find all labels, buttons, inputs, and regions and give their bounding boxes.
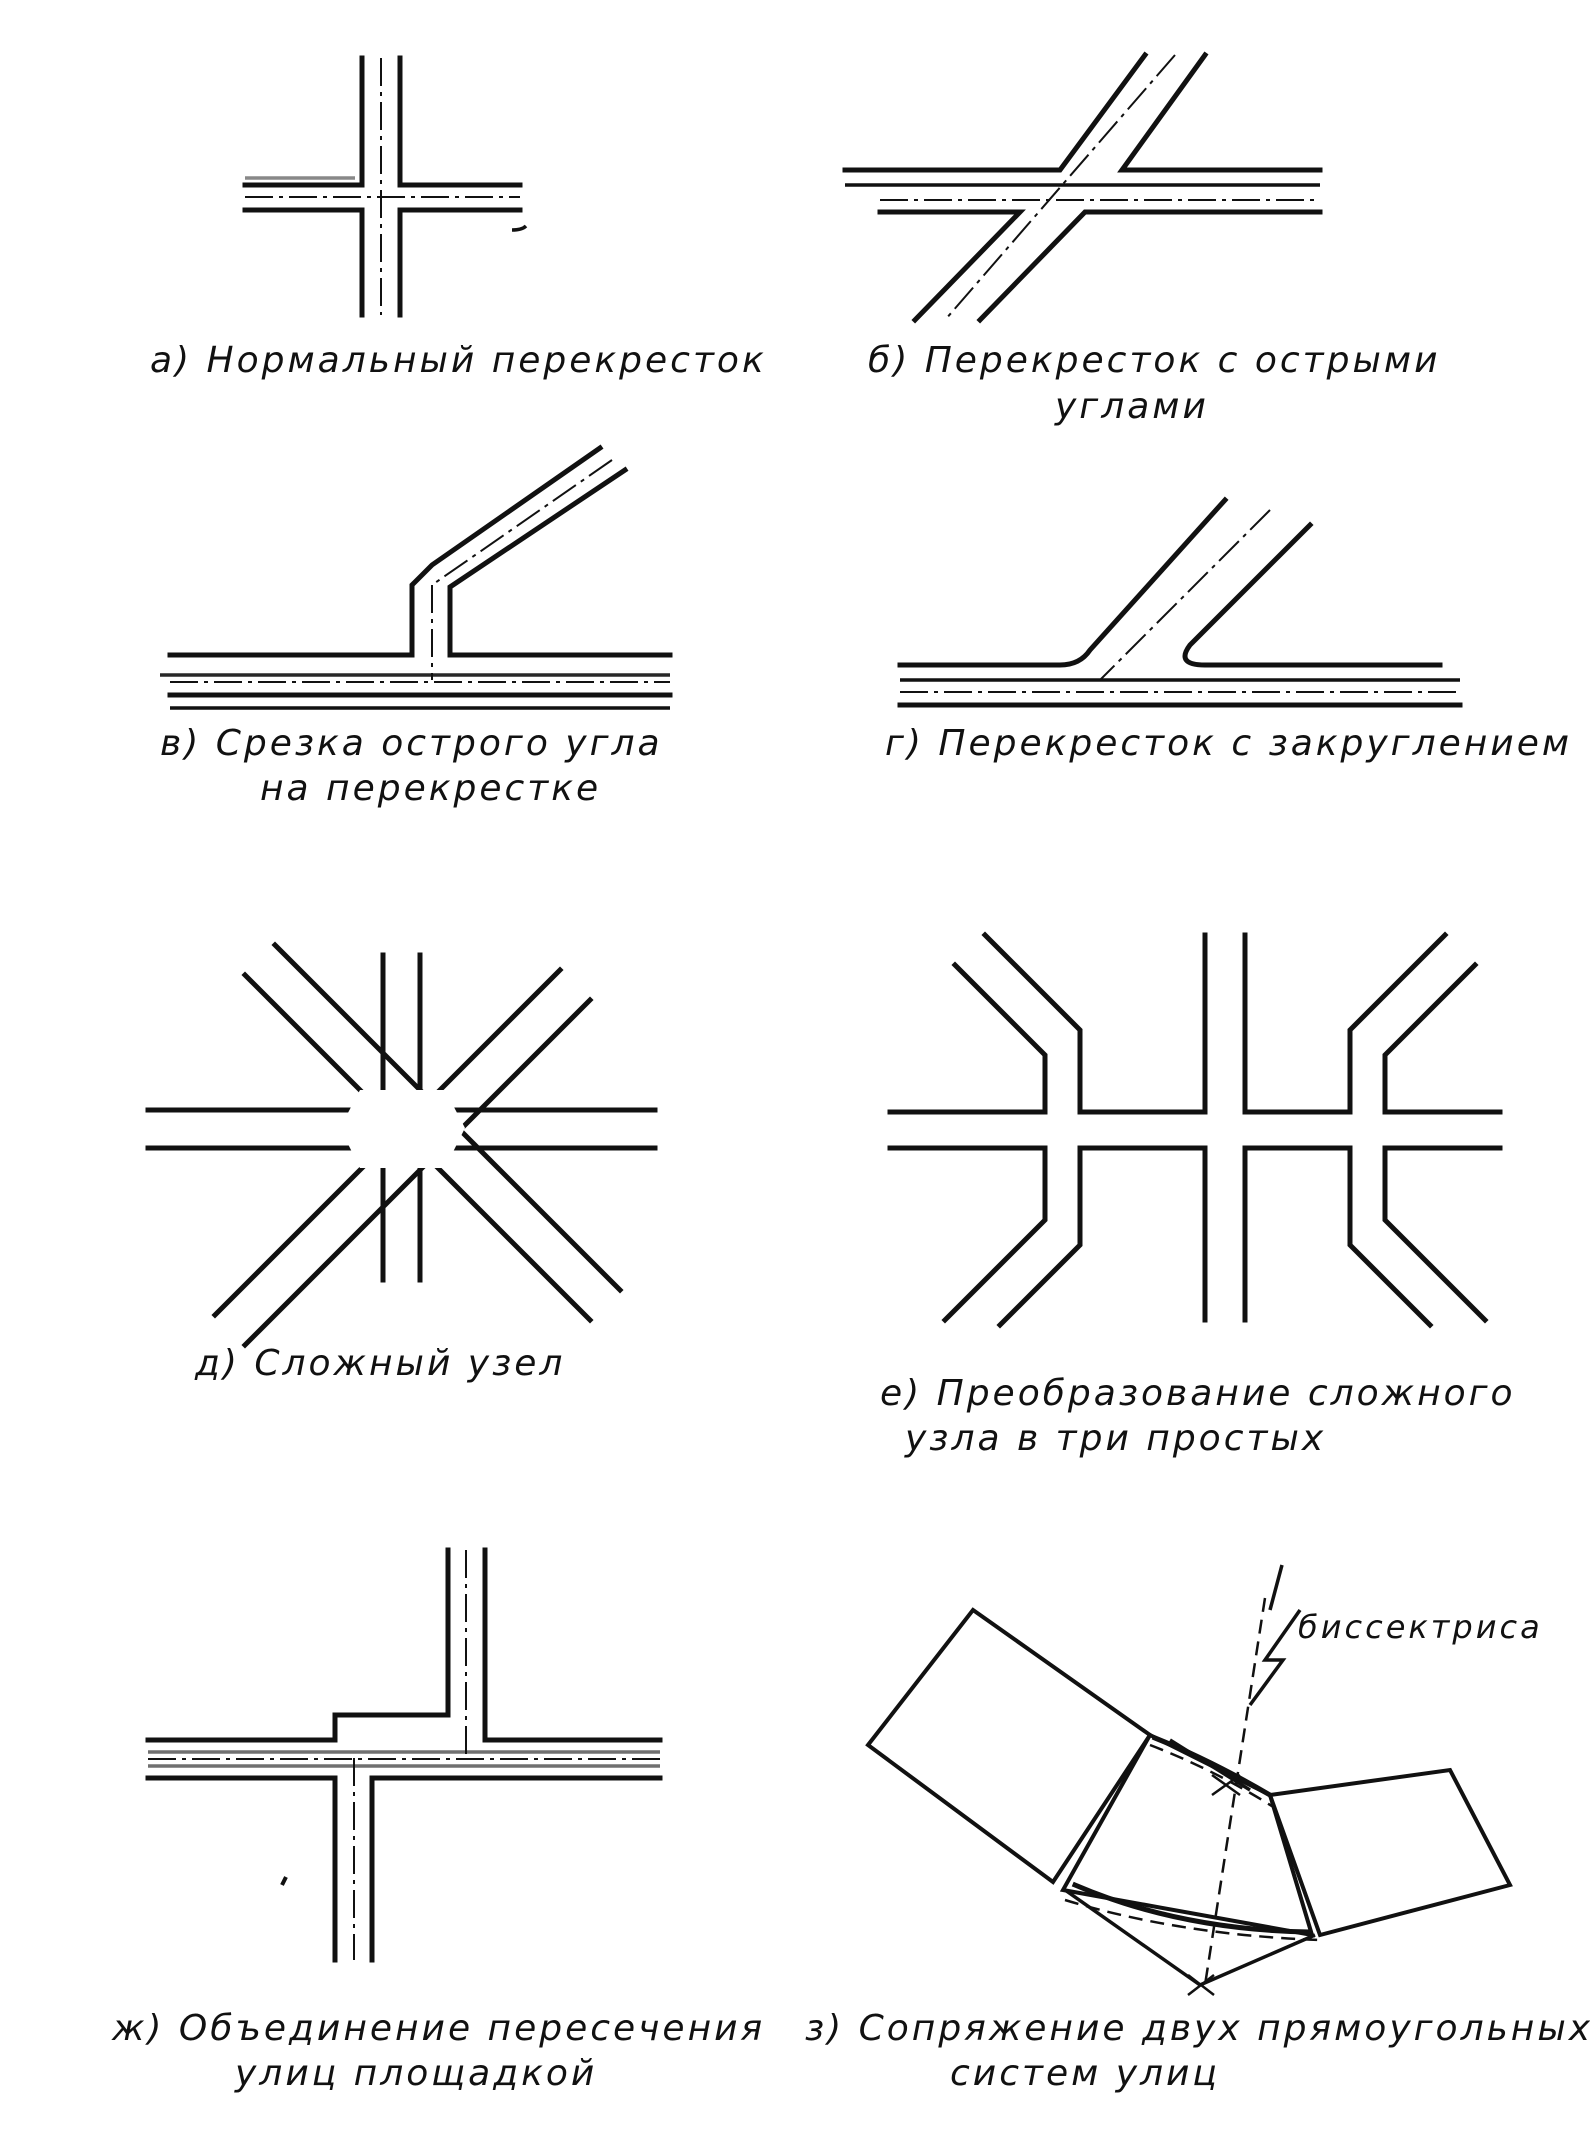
- panel-z-conjugation: биссектриса з) Сопряжение двух прямоугол…: [805, 1564, 1590, 2094]
- panel-v-caption-line-2: на перекрестке: [260, 768, 601, 809]
- panel-e-caption-line-2: узла в три простых: [904, 1418, 1326, 1459]
- panel-zh-caption-line-1: ж) Объединение пересечения: [111, 2008, 765, 2049]
- panel-zh-square-junction: ж) Объединение пересечения улиц площадко…: [111, 1547, 765, 2094]
- panel-e-caption-line-1: е) Преобразование сложного: [880, 1373, 1516, 1414]
- panel-b-caption-line-1: б) Перекресток с острыми: [868, 340, 1440, 381]
- panel-z-drawing: [865, 1564, 1513, 1996]
- panel-g-caption: г) Перекресток с закруглением: [885, 723, 1572, 764]
- panel-v-caption-line-1: в) Срезка острого угла: [160, 723, 663, 764]
- panel-g-drawing: [897, 496, 1463, 708]
- panel-g-rounded-intersection: г) Перекресток с закруглением: [885, 496, 1572, 764]
- panel-e-three-simple-nodes: е) Преобразование сложного узла в три пр…: [880, 931, 1516, 1459]
- panel-d-complex-node: д) Сложный узел: [145, 941, 658, 1384]
- bisector-label: биссектриса: [1298, 1608, 1543, 1646]
- panel-e-drawing: [887, 931, 1503, 1329]
- panel-zh-drawing: [145, 1547, 663, 1963]
- panel-b-drawing: [842, 51, 1323, 324]
- panel-z-caption-line-1: з) Сопряжение двух прямоугольных: [805, 2008, 1590, 2049]
- panel-b-acute-intersection: б) Перекресток с острыми углами: [842, 51, 1440, 427]
- panel-d-drawing: [145, 941, 658, 1349]
- panel-v-cut-acute-angle: в) Срезка острого угла на перекрестке: [160, 444, 673, 809]
- bisector-point-upper: [1211, 1773, 1241, 1797]
- panel-b-caption-line-2: углами: [1054, 386, 1209, 427]
- bisector-point-lower: [1187, 1974, 1215, 1996]
- panel-z-caption-line-2: систем улиц: [950, 2053, 1220, 2094]
- panel-zh-caption-line-2: улиц площадкой: [234, 2053, 597, 2094]
- panel-a-drawing: [242, 55, 528, 318]
- panel-a-caption: а) Нормальный перекресток: [150, 340, 767, 381]
- panel-d-caption: д) Сложный узел: [194, 1343, 565, 1384]
- panel-v-drawing: [160, 444, 673, 710]
- panel-a-normal-intersection: а) Нормальный перекресток: [150, 55, 767, 381]
